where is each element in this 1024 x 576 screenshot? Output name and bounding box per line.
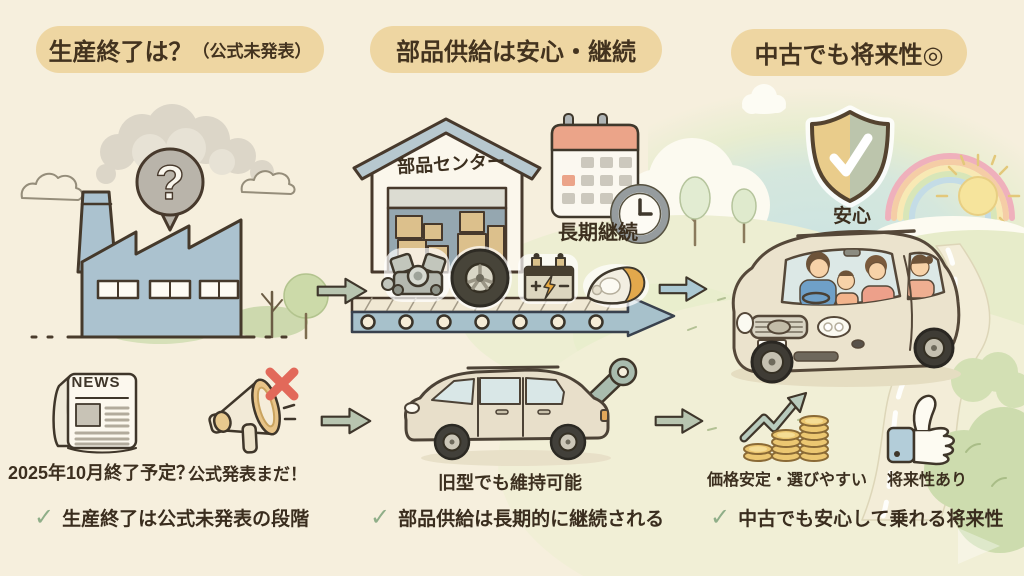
sun-icon <box>935 153 1021 227</box>
header-col2-label: 部品供給は安心・継続 <box>396 39 636 66</box>
car-wheel <box>549 423 587 461</box>
caption-price: 価格安定・選びやすい <box>706 472 867 489</box>
header-col3-label: 中古でも将来性◎ <box>754 42 944 69</box>
calendar-label: 長期継続 <box>558 222 638 244</box>
shield-icon <box>805 105 895 208</box>
faint-chevron <box>958 528 1000 564</box>
checklist-item: ✓ 中古でも安心して乗れる将来性 <box>710 504 1004 531</box>
check-icon: ✓ <box>34 503 55 531</box>
battery-icon <box>518 253 578 304</box>
car-wheel <box>750 340 794 384</box>
factory-building <box>76 190 243 339</box>
shield-label: 安心 <box>832 206 871 227</box>
calendar-icon <box>550 113 670 244</box>
header-col1-sub: （公式未発表） <box>192 42 312 61</box>
question-bubble: ? <box>135 147 205 232</box>
newspaper-icon <box>52 372 138 454</box>
cloud-icon <box>20 172 84 201</box>
wagon-wrench-illustration <box>404 357 638 466</box>
bush-icon <box>951 352 1024 408</box>
headlight-icon <box>583 264 649 308</box>
coins-growth-icon <box>739 391 829 462</box>
arrow-right-icon <box>320 407 372 435</box>
coin-stack <box>771 429 801 462</box>
caption-official: 公式発表まだ！ <box>188 465 307 484</box>
engine-icon <box>381 248 450 302</box>
cloud-icon <box>240 170 296 195</box>
checklist-item: ✓ 部品供給は長期的に継続される <box>370 504 664 531</box>
tire-icon <box>448 246 512 310</box>
bush-icon <box>924 407 1024 553</box>
tree-icon <box>679 176 757 247</box>
warehouse-building <box>352 117 542 274</box>
arrow-right-icon <box>658 276 708 302</box>
tree-icon <box>261 273 329 340</box>
parts-center-illustration <box>350 117 676 338</box>
clock-icon <box>610 184 670 244</box>
header-col1-main: 生産終了は？ <box>48 39 193 66</box>
checklist-text: 中古でも安心して乗れる将来性 <box>738 509 1004 530</box>
x-mark-icon <box>265 367 299 401</box>
arrow-right-icon <box>316 277 368 305</box>
question-mark-icon: ? <box>155 157 184 210</box>
caption-future: 将来性あり <box>886 472 967 489</box>
cloud-icon <box>742 84 786 114</box>
thumbs-up-icon <box>886 394 955 466</box>
check-icon: ✓ <box>710 503 731 531</box>
header-col2: 部品供給は安心・継続 <box>370 26 662 73</box>
checklist-text: 部品供給は長期的に継続される <box>398 509 665 530</box>
factory-illustration: ? <box>20 104 329 344</box>
car-wheel <box>433 423 471 461</box>
checklist-item: ✓ 生産終了は公式未発表の段階 <box>34 504 309 531</box>
arrow-right-icon <box>654 408 704 434</box>
header-col3: 中古でも将来性◎ <box>731 29 967 76</box>
car-wheel <box>913 327 955 369</box>
megaphone-icon <box>208 367 299 454</box>
news-label: NEWS <box>71 374 121 391</box>
check-icon: ✓ <box>370 503 391 531</box>
family-rear-seat <box>908 254 935 299</box>
caption-maintain: 旧型でも維持可能 <box>438 473 582 493</box>
header-col1: 生産終了は？（公式未発表） <box>36 26 324 73</box>
caption-date: 2025年10月終了予定？ <box>8 463 195 483</box>
coin-stack <box>743 443 773 462</box>
checklist-text: 生産終了は公式未発表の段階 <box>62 509 310 530</box>
bush-icon <box>228 306 308 338</box>
coin-stack <box>799 415 829 462</box>
family-car-illustration <box>731 229 961 387</box>
